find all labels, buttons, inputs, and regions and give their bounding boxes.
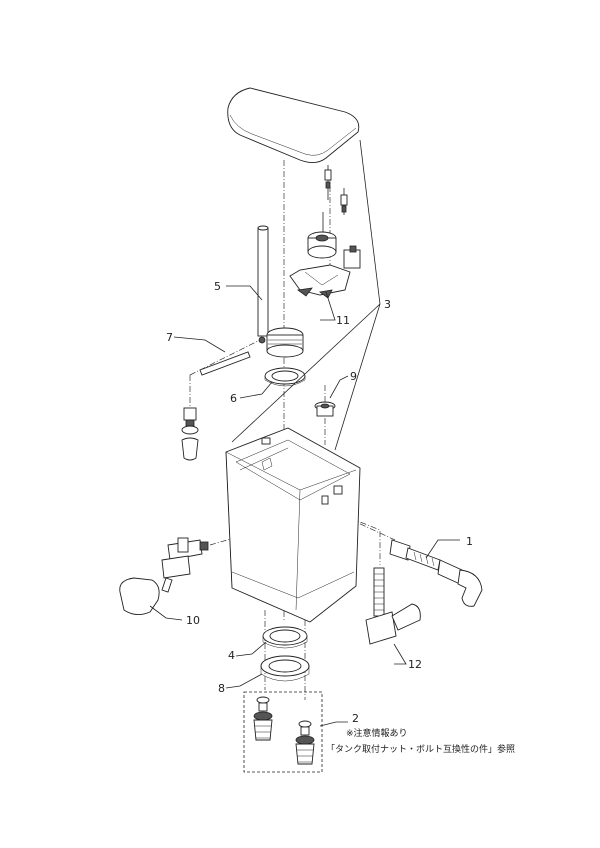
callout-11: 11 [336, 314, 350, 327]
tank-lid [227, 87, 360, 163]
overflow-pipe [257, 225, 304, 358]
gasket-8 [260, 655, 310, 682]
ball-tap-10 [119, 537, 209, 615]
callout-8: 8 [218, 682, 225, 695]
callout-6: 6 [230, 392, 237, 405]
part-9 [314, 401, 336, 417]
callout-10: 10 [186, 614, 200, 627]
note-line-2: 「タンク取付ナット・ボルト互換性の件」参照 [326, 743, 515, 755]
rod [199, 351, 251, 376]
callout-4: 4 [228, 649, 235, 662]
leader-lines [149, 139, 460, 727]
callout-1: 1 [466, 535, 473, 548]
callout-9: 9 [350, 370, 357, 383]
note-line-1: ※注意情報あり [346, 727, 408, 739]
callout-3: 3 [384, 298, 391, 311]
callout-2: 2 [352, 712, 359, 725]
supply-hose-12 [365, 567, 421, 645]
stop-valve-1 [389, 539, 483, 607]
gasket-4 [262, 626, 308, 649]
callout-5: 5 [214, 280, 221, 293]
gasket-6 [264, 367, 306, 387]
left-valve-part [181, 407, 199, 461]
bolt-set-2 [243, 691, 323, 773]
callout-7: 7 [166, 331, 173, 344]
callout-12: 12 [408, 658, 422, 671]
flush-handle-assembly [289, 165, 361, 299]
tank-body [225, 427, 361, 623]
